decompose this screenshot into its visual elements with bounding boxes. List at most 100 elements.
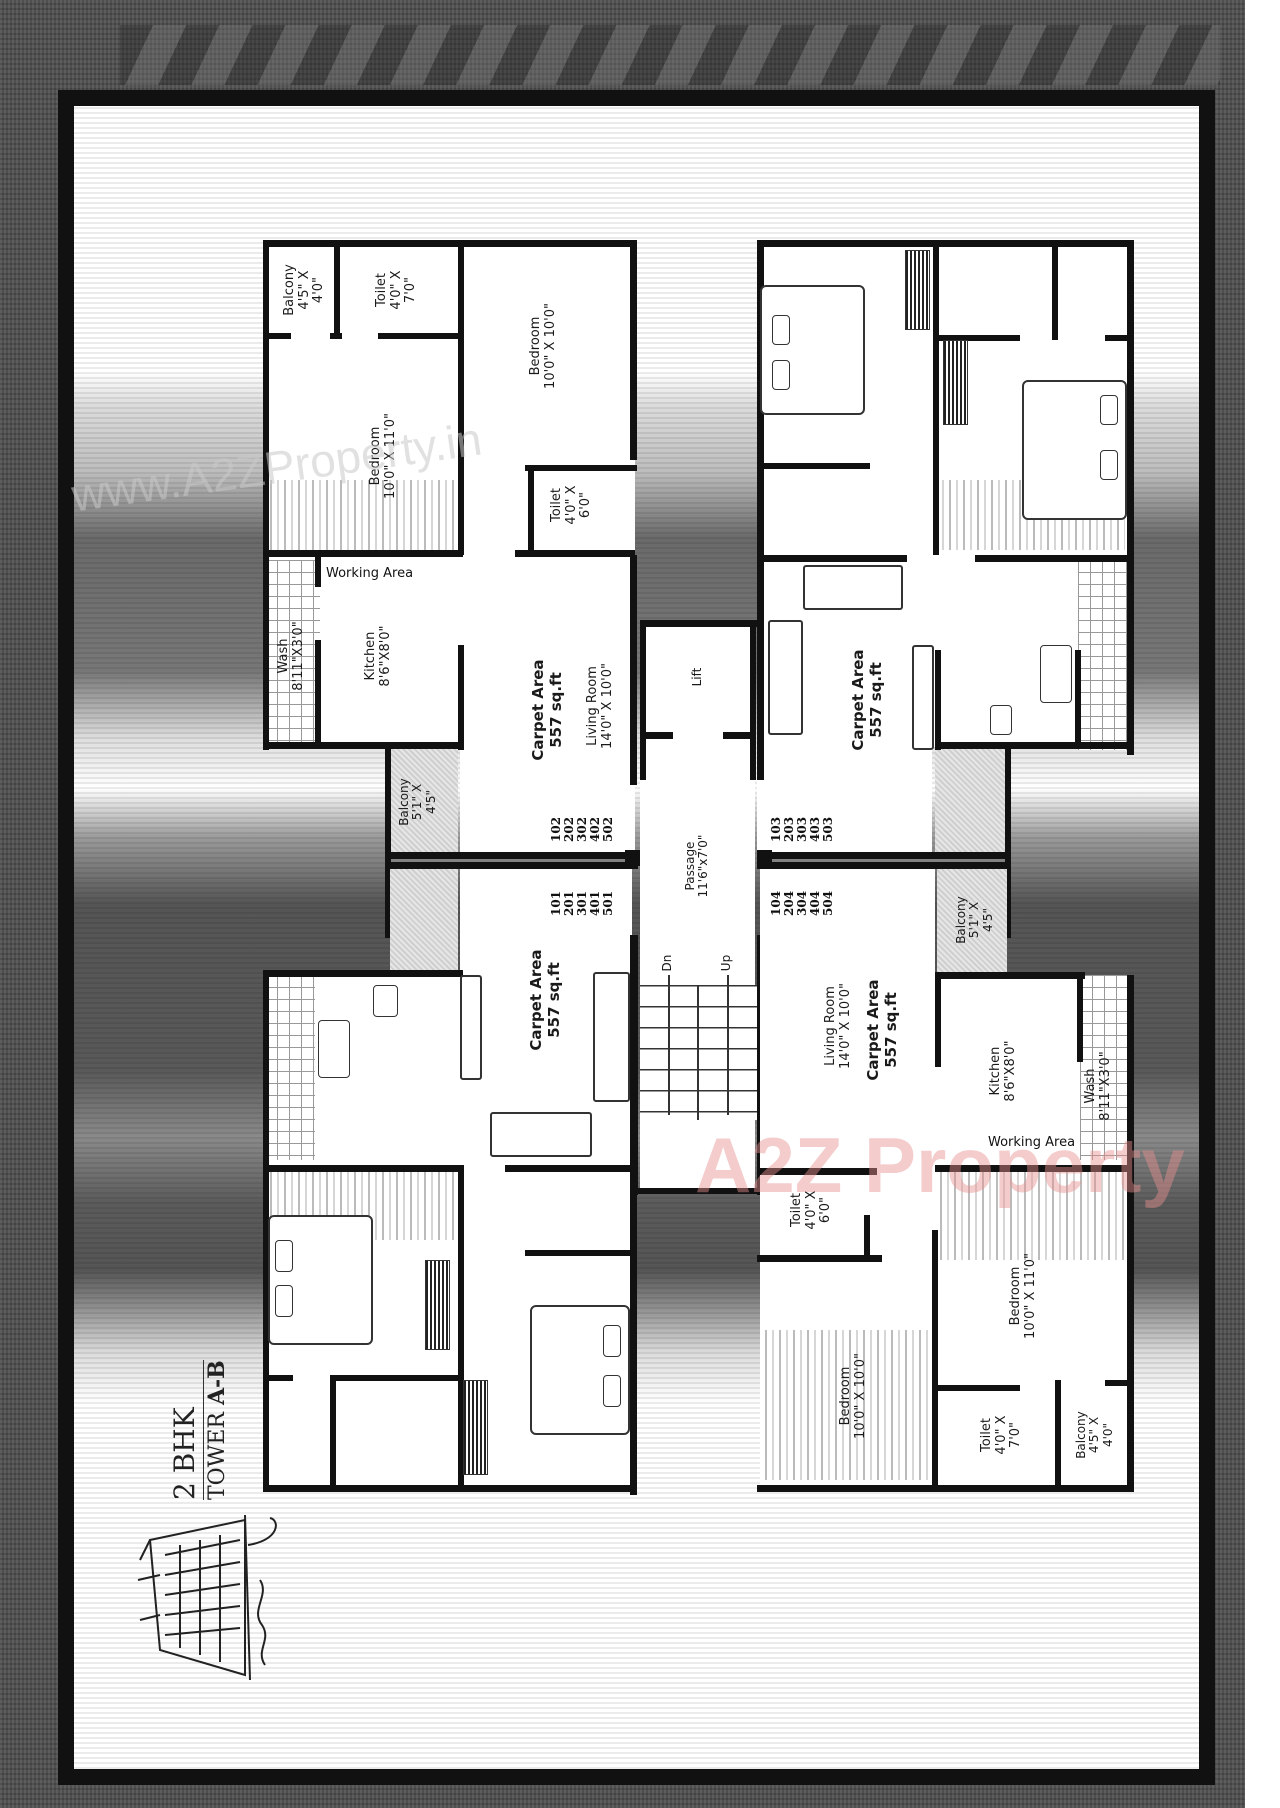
wall: [263, 742, 463, 749]
wall: [935, 742, 1132, 749]
wall: [263, 970, 269, 1492]
tv-unit: [912, 645, 934, 750]
wall: [630, 935, 637, 1495]
sofa: [768, 620, 803, 735]
wall: [330, 1375, 336, 1490]
wall: [263, 1375, 293, 1381]
pillow: [275, 1240, 293, 1272]
wash-area-tiles: [265, 975, 315, 1160]
pillow: [603, 1325, 621, 1357]
wall: [630, 555, 637, 785]
balcony-bottom-left: [390, 868, 458, 973]
wall: [757, 862, 1007, 869]
wall: [757, 240, 764, 780]
wall: [263, 333, 291, 339]
plan-title: 2 BHK TOWER A-B: [168, 1360, 230, 1500]
balcony-top-left: [390, 748, 458, 856]
down-arrow: [668, 975, 670, 1115]
wall: [640, 620, 646, 780]
wall: [385, 748, 391, 938]
wall: [525, 465, 637, 471]
pillow: [1100, 450, 1118, 480]
wall: [975, 555, 1132, 562]
pillow: [603, 1375, 621, 1407]
unit-top-left-living-room: [460, 552, 635, 857]
wall: [935, 650, 941, 750]
scan-smudge: [270, 480, 460, 550]
staircase-divider: [697, 985, 699, 1120]
wall: [515, 550, 635, 557]
wall: [935, 1165, 1132, 1172]
wall: [750, 620, 756, 780]
wall: [263, 240, 269, 750]
wardrobe: [425, 1260, 450, 1350]
wall: [330, 333, 342, 339]
wall: [263, 1165, 463, 1172]
tv-unit: [460, 975, 482, 1080]
wash-area-tiles: [1080, 975, 1132, 1160]
scan-noise-band: [120, 25, 1220, 85]
up-arrow: [727, 975, 729, 1115]
wall: [1055, 1380, 1061, 1485]
wall: [933, 245, 939, 555]
wardrobe: [463, 1380, 488, 1475]
wall: [263, 970, 463, 977]
wall: [864, 1215, 870, 1255]
pillow: [275, 1285, 293, 1317]
unit-bottom-left-living: [460, 865, 632, 975]
room-label-working-area: Working Area: [988, 1135, 1076, 1150]
sofa: [803, 565, 903, 610]
wall: [458, 245, 464, 555]
wall: [505, 1165, 635, 1172]
plan-type: 2 BHK: [168, 1360, 204, 1500]
wall: [723, 732, 756, 739]
wall: [315, 640, 321, 745]
stairs-down-label: Dn: [660, 954, 674, 972]
staircase: [640, 985, 757, 1120]
wall: [757, 852, 1007, 859]
stove: [373, 985, 398, 1017]
wall: [1075, 650, 1081, 745]
wall: [315, 557, 321, 587]
wall: [757, 240, 1132, 247]
wall: [388, 852, 638, 859]
wall: [1105, 335, 1132, 341]
wall: [1077, 972, 1083, 1062]
building-logo-icon: [137, 1514, 277, 1681]
wall: [330, 1375, 460, 1381]
wall: [1005, 748, 1011, 938]
scan-smudge: [940, 1170, 1125, 1260]
wall: [263, 240, 637, 247]
wall: [1127, 240, 1134, 755]
wall: [757, 1168, 877, 1175]
unit-top-right-living: [757, 740, 932, 857]
lift-label: Lift: [690, 667, 704, 687]
double-bed: [268, 1215, 373, 1345]
wall: [757, 1255, 882, 1262]
wall: [935, 1385, 1020, 1391]
wall: [757, 1485, 1134, 1492]
stairs-up-label: Up: [719, 954, 733, 972]
sofa: [593, 972, 630, 1102]
pillow: [772, 315, 790, 345]
wall: [1052, 245, 1058, 340]
